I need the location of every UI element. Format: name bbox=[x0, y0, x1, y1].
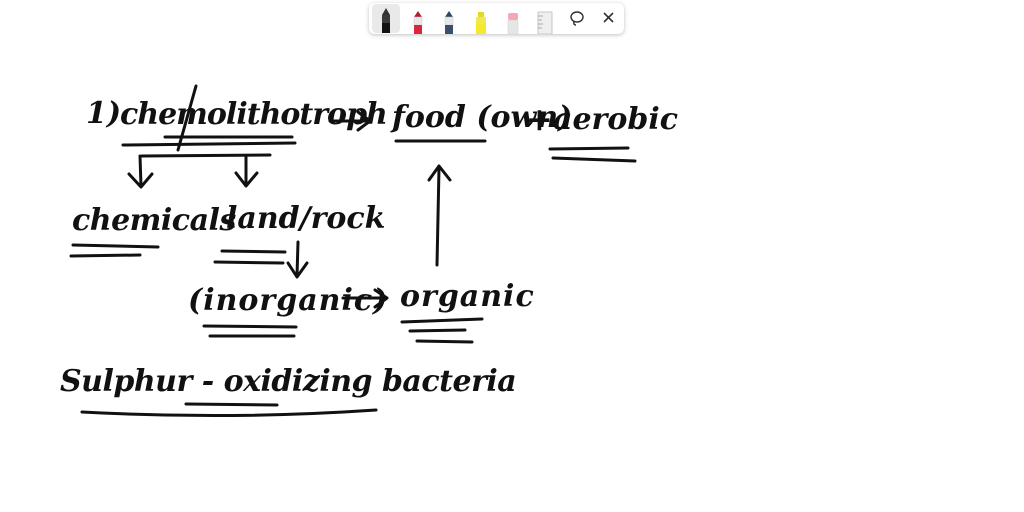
eraser-tool[interactable] bbox=[499, 3, 527, 34]
ruler-tool[interactable] bbox=[531, 3, 559, 34]
pen-toolbar bbox=[369, 3, 624, 34]
land-rock-label: land/rock bbox=[226, 201, 386, 236]
point-number: 1) bbox=[86, 96, 122, 131]
inorganic-label: (inorganic) bbox=[188, 283, 389, 318]
aerobic-label: aerobic bbox=[553, 102, 678, 137]
chemolithotroph-label: chemolithotroph bbox=[120, 97, 388, 132]
organic-label: organic bbox=[400, 279, 535, 314]
highlighter-tool[interactable] bbox=[467, 3, 495, 34]
food-own-label: food (own) bbox=[392, 100, 573, 135]
sulphur-oxidizing-bacteria-label: Sulphur - oxidizing bacteria bbox=[60, 364, 517, 399]
blue-marker-tool[interactable] bbox=[435, 3, 463, 34]
plus-sign: + bbox=[526, 100, 553, 138]
red-marker-tool[interactable] bbox=[404, 3, 432, 34]
black-marker-tool[interactable] bbox=[372, 3, 400, 34]
chemicals-label: chemicals bbox=[72, 203, 236, 238]
close-icon[interactable] bbox=[595, 3, 623, 34]
lasso-icon[interactable] bbox=[563, 3, 591, 34]
